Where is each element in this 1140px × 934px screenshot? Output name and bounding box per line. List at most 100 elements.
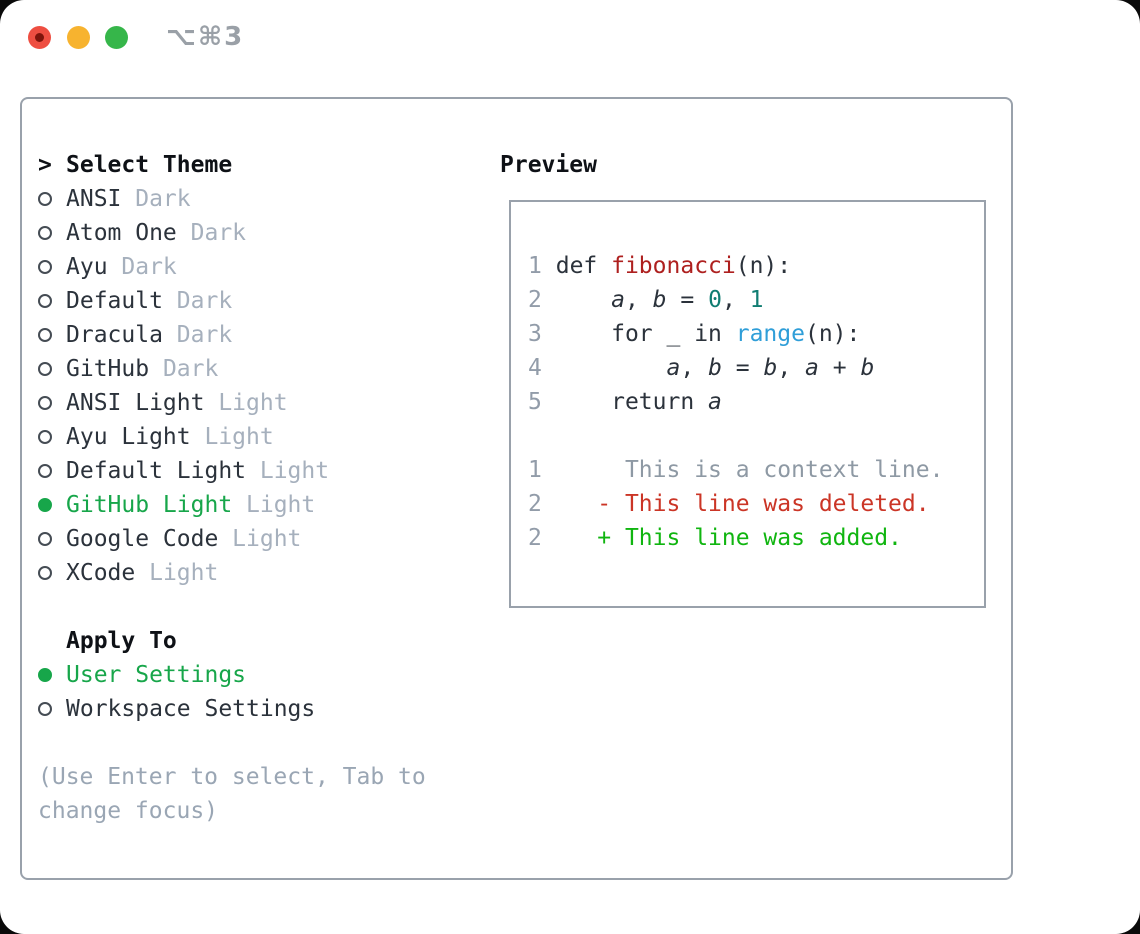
code-segment: a — [708, 389, 722, 415]
theme-item-label: GitHub Light — [66, 492, 233, 518]
theme-item-default-dark[interactable]: Default Dark — [38, 284, 426, 318]
theme-item-label: Google Code — [66, 526, 219, 552]
close-button-dot-icon — [35, 33, 44, 42]
code-segment: fibonacci — [611, 253, 736, 279]
code-segment: b — [652, 287, 667, 313]
radio-icon — [38, 464, 66, 478]
theme-item-label: Ayu — [66, 254, 108, 280]
theme-variant-label: Light — [246, 492, 316, 518]
code-segment — [556, 287, 611, 313]
preview-lines: 1 def fibonacci(n): 2 a, b = 0, 1 3 for _ … — [511, 202, 984, 555]
code-segment: This is a context line. — [555, 457, 944, 483]
apply-option-user-settings[interactable]: User Settings — [38, 658, 426, 692]
theme-item-label: ANSI — [66, 186, 122, 212]
section-gap — [38, 726, 426, 760]
theme-variant-label: Light — [218, 390, 288, 416]
code-segment: a — [666, 355, 681, 381]
select-theme-header-row: > Select Theme — [38, 148, 426, 182]
theme-variant-label: Dark — [162, 356, 219, 382]
theme-variant-label: Light — [232, 526, 302, 552]
theme-item-label: ANSI Light — [66, 390, 205, 416]
code-segment: b — [860, 355, 875, 381]
code-segment: (n): — [735, 253, 792, 279]
preview-line: 5 return a — [528, 385, 984, 419]
code-segment: for _ in — [555, 321, 736, 347]
code-segment: def — [555, 253, 612, 279]
radio-icon — [38, 430, 66, 444]
theme-item-ayu-dark[interactable]: Ayu Dark — [38, 250, 426, 284]
theme-item-label: Ayu Light — [66, 424, 191, 450]
theme-item-label: Atom One — [66, 220, 177, 246]
radio-icon — [38, 294, 66, 308]
line-number: 4 — [528, 355, 542, 381]
theme-variant-label: Light — [149, 560, 219, 586]
theme-item-ansi-light-light[interactable]: ANSI Light Light — [38, 386, 426, 420]
line-number: 2 — [528, 287, 542, 313]
code-segment: , — [680, 355, 709, 381]
theme-item-ayu-light-light[interactable]: Ayu Light Light — [38, 420, 426, 454]
line-number: 5 — [528, 389, 542, 415]
code-segment: , — [624, 287, 653, 313]
preview-line: 2 a, b = 0, 1 — [528, 283, 984, 317]
minimize-button[interactable] — [67, 26, 90, 49]
code-segment: = — [721, 355, 764, 381]
preview-line: 2 + This line was added. — [528, 521, 984, 555]
theme-variant-label: Dark — [190, 220, 247, 246]
apply-option-label: Workspace Settings — [66, 696, 316, 722]
theme-item-dracula-dark[interactable]: Dracula Dark — [38, 318, 426, 352]
code-segment: b — [708, 355, 722, 381]
theme-item-google-code-light[interactable]: Google Code Light — [38, 522, 426, 556]
radio-icon — [38, 566, 66, 580]
theme-item-label: Default — [66, 288, 163, 314]
theme-item-ansi-dark[interactable]: ANSI Dark — [38, 182, 426, 216]
theme-variant-label: Light — [204, 424, 274, 450]
zoom-button[interactable] — [105, 26, 128, 49]
theme-variant-label: Dark — [176, 322, 233, 348]
line-number: 2 — [528, 491, 542, 517]
help-text-line: change focus) — [38, 798, 219, 824]
theme-item-atom-one-dark[interactable]: Atom One Dark — [38, 216, 426, 250]
line-number: 2 — [528, 525, 542, 551]
apply-option-workspace-settings[interactable]: Workspace Settings — [38, 692, 426, 726]
theme-variant-label: Dark — [135, 186, 191, 212]
apply-to-header-row: Apply To — [38, 624, 426, 658]
line-number: 1 — [528, 457, 542, 483]
theme-item-github-light-light[interactable]: GitHub Light Light — [38, 488, 426, 522]
theme-item-label: Dracula — [66, 322, 163, 348]
radio-icon — [38, 532, 66, 546]
close-button[interactable] — [28, 26, 51, 49]
theme-variant-label: Light — [259, 458, 330, 484]
theme-item-label: XCode — [66, 560, 136, 586]
radio-icon — [38, 362, 66, 376]
theme-variant-label: Dark — [176, 288, 233, 314]
code-segment: a — [805, 355, 819, 381]
code-segment: = — [666, 287, 709, 313]
radio-icon — [38, 396, 66, 410]
theme-item-xcode-light[interactable]: XCode Light — [38, 556, 426, 590]
code-segment: - This line was deleted. — [555, 491, 930, 517]
help-text: (Use Enter to select, Tab to change focu… — [38, 760, 426, 828]
apply-option-label: User Settings — [66, 662, 247, 688]
section-gap — [38, 590, 426, 624]
code-segment — [556, 355, 667, 381]
apply-to-title: Apply To — [66, 628, 177, 654]
theme-variant-label: Dark — [121, 254, 177, 280]
radio-icon — [38, 226, 66, 240]
preview-blank-line — [528, 419, 984, 453]
radio-icon — [38, 328, 66, 342]
line-number: 3 — [528, 321, 542, 347]
code-segment: b — [763, 355, 778, 381]
preview-line: 4 a, b = b, a + b — [528, 351, 984, 385]
preview-box: 1 def fibonacci(n): 2 a, b = 0, 1 3 for _ … — [509, 200, 986, 608]
code-segment: , — [721, 287, 750, 313]
code-segment: return — [555, 389, 709, 415]
preview-line: 1 This is a context line. — [528, 453, 984, 487]
window-title-shortcut: ⌥⌘3 — [166, 22, 245, 52]
radio-selected-icon — [38, 498, 66, 512]
